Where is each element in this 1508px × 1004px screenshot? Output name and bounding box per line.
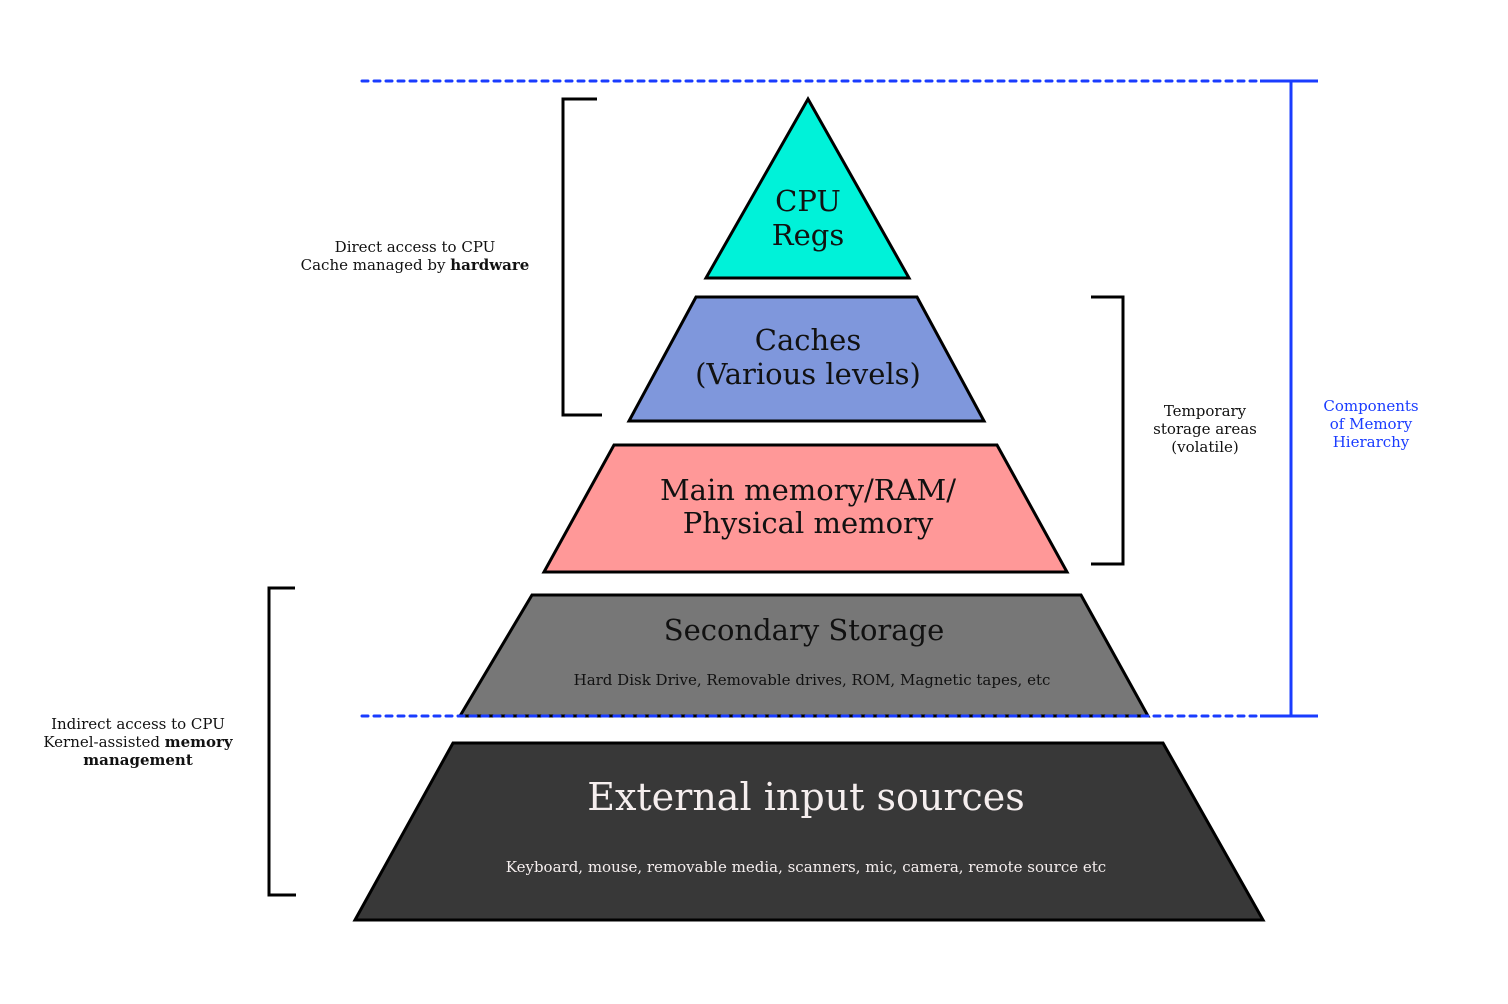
note-indirect-line-2-text: Kernel-assisted <box>43 733 165 751</box>
main-memory-label-line-1: Main memory/RAM/ <box>660 473 956 507</box>
note-temporary-storage: Temporary storage areas (volatile) <box>1134 402 1276 456</box>
note-direct-line-2-bold: hardware <box>450 256 530 274</box>
caches-label-line-2: (Various levels) <box>695 357 921 391</box>
caches-label-line-1: Caches <box>755 323 861 357</box>
level-cpu-regs: CPU Regs <box>703 95 912 280</box>
note-components-line-3: Hierarchy <box>1332 433 1410 451</box>
note-temporary-line-3: (volatile) <box>1171 438 1239 456</box>
secondary-storage-examples: Hard Disk Drive, Removable drives, ROM, … <box>574 671 1051 689</box>
main-memory-label-line-2: Physical memory <box>683 506 934 540</box>
external-input-shape <box>352 741 1266 922</box>
note-direct-access: Direct access to CPU Cache managed by ha… <box>270 238 560 274</box>
note-components-line-2: of Memory <box>1329 415 1413 433</box>
external-input-label: External input sources <box>587 775 1025 819</box>
note-temporary-line-1: Temporary <box>1163 402 1247 420</box>
level-secondary-storage: Secondary Storage Hard Disk Drive, Remov… <box>457 593 1151 718</box>
secondary-storage-label: Secondary Storage <box>664 613 945 647</box>
level-external-input: External input sources Keyboard, mouse, … <box>352 741 1266 922</box>
cpu-regs-label-line-1: CPU <box>775 184 841 218</box>
note-direct-line-2-text: Cache managed by <box>300 256 451 274</box>
note-indirect-line-3: management <box>20 751 256 769</box>
external-input-examples: Keyboard, mouse, removable media, scanne… <box>506 858 1106 876</box>
note-indirect-line-1: Indirect access to CPU <box>51 715 225 733</box>
note-components-line-1: Components <box>1323 397 1419 415</box>
note-direct-line-1: Direct access to CPU <box>334 238 496 256</box>
bracket-direct-access <box>561 97 602 417</box>
note-components-of-memory-hierarchy: Components of Memory Hierarchy <box>1302 397 1440 451</box>
bracket-indirect-access <box>267 586 296 897</box>
main-memory-shape <box>541 443 1070 574</box>
bracket-temporary-storage <box>1091 295 1125 566</box>
note-indirect-line-2: Kernel-assisted memory <box>20 733 256 751</box>
level-caches: Caches (Various levels) <box>626 295 987 423</box>
caches-shape <box>626 295 987 423</box>
note-direct-line-2: Cache managed by hardware <box>270 256 560 274</box>
note-indirect-line-3-bold: management <box>83 751 193 769</box>
cpu-regs-label-line-2: Regs <box>772 218 844 252</box>
hierarchy-range-marker <box>360 79 1318 718</box>
note-temporary-line-2: storage areas <box>1153 420 1257 438</box>
level-main-memory: Main memory/RAM/ Physical memory <box>541 443 1070 574</box>
note-indirect-access: Indirect access to CPU Kernel-assisted m… <box>20 715 256 769</box>
note-indirect-line-2-bold: memory <box>164 733 233 751</box>
cpu-regs-shape <box>703 95 912 280</box>
